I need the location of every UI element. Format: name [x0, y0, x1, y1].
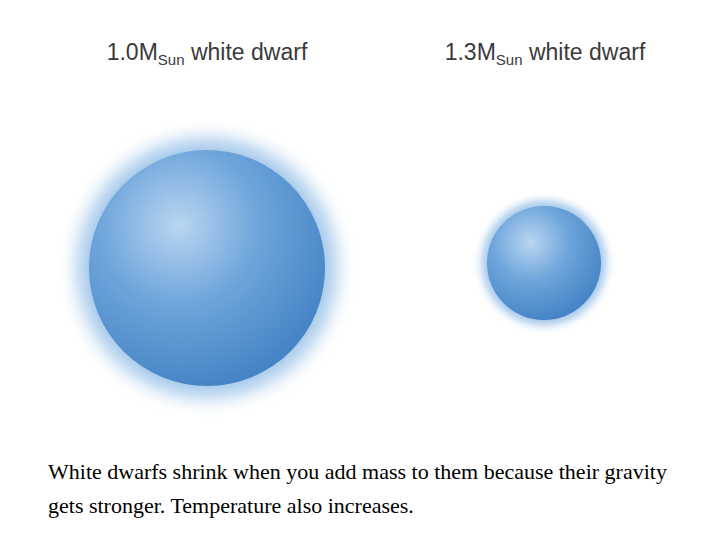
sphere-glow	[57, 118, 357, 418]
subscript-text: Sun	[158, 51, 185, 68]
sphere-figure	[420, 35, 670, 355]
sphere-body	[487, 206, 601, 320]
sphere-body	[89, 150, 325, 386]
mass-heading: 1.3MSun white dwarf	[420, 39, 670, 68]
heading-text: white dwarf	[529, 39, 645, 65]
white-dwarf: 1.0MSun white dwarf	[57, 35, 357, 425]
mass-heading: 1.0MSun white dwarf	[57, 39, 357, 68]
sphere-figure	[57, 35, 357, 425]
caption-text: White dwarfs shrink when you add mass to…	[48, 455, 698, 523]
heading-text: 1.0M	[107, 39, 158, 65]
white-dwarf: 1.3MSun white dwarf	[420, 35, 670, 355]
heading-text: 1.3M	[445, 39, 496, 65]
sphere-glow	[472, 191, 616, 335]
heading-text: white dwarf	[191, 39, 307, 65]
subscript-text: Sun	[496, 51, 523, 68]
